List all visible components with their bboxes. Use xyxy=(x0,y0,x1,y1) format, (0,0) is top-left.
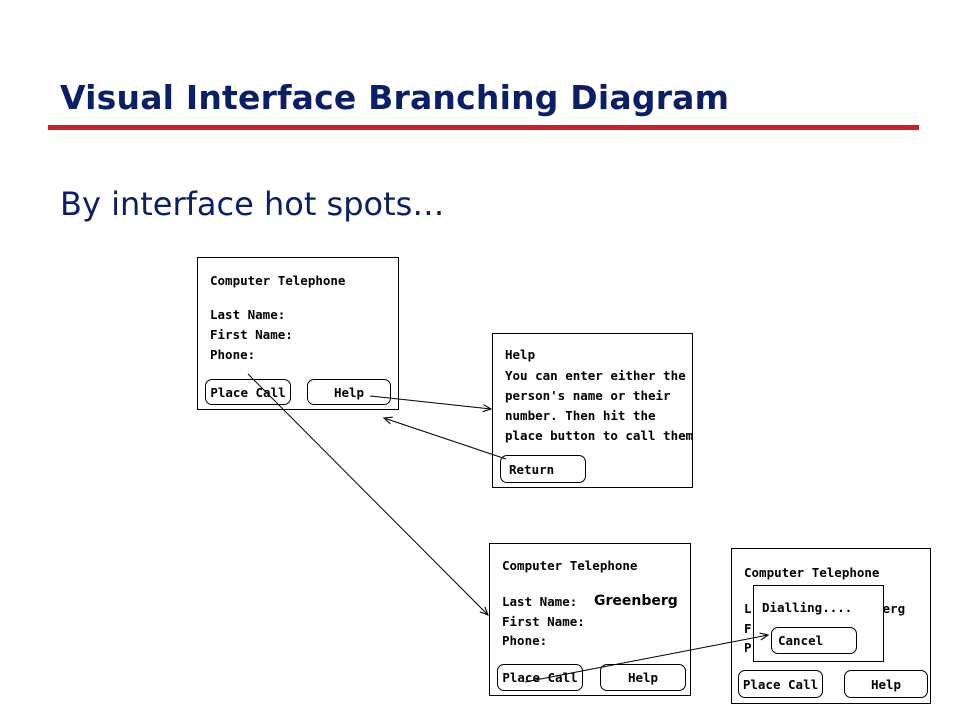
cancel-button[interactable]: Cancel xyxy=(771,627,857,654)
screen-main: Computer Telephone Last Name: First Name… xyxy=(197,257,399,410)
first-name-label: First Name: xyxy=(502,614,585,629)
help-body-text: You can enter either the person's name o… xyxy=(505,368,694,443)
help-heading: Help xyxy=(505,347,536,362)
dialling-status: Dialling.... xyxy=(762,600,853,615)
phone-label: Phone: xyxy=(210,347,256,362)
phone-label-fragment: P xyxy=(744,640,752,655)
help-button[interactable]: Help xyxy=(600,664,686,691)
place-call-to-entry-arrow xyxy=(247,373,488,615)
return-button[interactable]: Return xyxy=(500,455,586,483)
last-name-label: Last Name: xyxy=(502,594,578,609)
help-button[interactable]: Help xyxy=(307,379,391,405)
first-name-label: First Name: xyxy=(210,327,293,342)
help-to-help-screen-arrow xyxy=(369,395,491,409)
help-button[interactable]: Help xyxy=(844,670,928,698)
app-title: Computer Telephone xyxy=(744,565,880,580)
screen-entry: Computer Telephone Last Name: Greenberg … xyxy=(489,543,691,696)
app-title: Computer Telephone xyxy=(210,273,346,288)
place-call-button[interactable]: Place Call xyxy=(738,670,823,698)
app-title: Computer Telephone xyxy=(502,558,638,573)
last-name-label: Last Name: xyxy=(210,307,286,322)
return-to-main-arrow xyxy=(384,418,507,460)
place-call-button[interactable]: Place Call xyxy=(497,664,583,691)
last-name-value: Greenberg xyxy=(594,593,678,609)
dialling-dialog: Dialling.... Cancel xyxy=(753,585,884,662)
slide-subtitle: By interface hot spots… xyxy=(60,185,445,223)
phone-label: Phone: xyxy=(502,633,548,648)
place-call-button[interactable]: Place Call xyxy=(205,379,291,405)
last-name-label-fragment: L xyxy=(744,601,752,616)
first-name-label-fragment: F xyxy=(744,621,752,636)
title-divider xyxy=(48,125,919,130)
slide-title: Visual Interface Branching Diagram xyxy=(60,78,730,117)
place-call-to-dialling-arrow xyxy=(524,635,768,683)
screen-help: Help You can enter either the person's n… xyxy=(492,333,693,488)
